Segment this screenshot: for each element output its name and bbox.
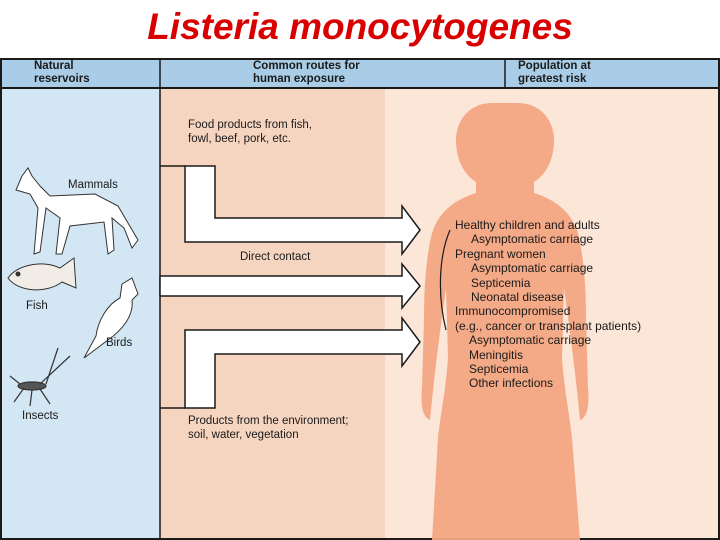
label-environment-route: Products from the environment; soil, wat…	[188, 415, 349, 441]
label-direct-contact: Direct contact	[240, 251, 311, 263]
page-title: Listeria monocytogenes	[147, 6, 573, 47]
risk-item: Neonatal disease	[471, 290, 564, 305]
diagram-background	[0, 58, 720, 540]
direct-contact-arrow	[159, 261, 421, 311]
insect-icon	[9, 347, 71, 407]
risk-group-immunocompromised: Immunocompromised	[455, 304, 571, 319]
label-insects: Insects	[22, 410, 59, 422]
header-natural-reservoirs: Natural reservoirs	[34, 60, 90, 85]
risk-item: Asymptomatic carriage	[471, 232, 594, 247]
diagram: Natural reservoirs Common routes for hum…	[0, 58, 720, 540]
risk-item: Asymptomatic carriage	[471, 261, 594, 276]
food-route-arrow	[184, 165, 421, 257]
header-population-risk: Population at greatest risk	[518, 60, 591, 85]
risk-group-note: (e.g., cancer or transplant patients)	[455, 318, 642, 333]
risk-item: Other infections	[469, 376, 554, 391]
risk-item: Septicemia	[471, 275, 531, 290]
bird-icon	[83, 277, 139, 359]
header-common-routes: Common routes for human exposure	[253, 60, 360, 85]
risk-group-healthy: Healthy children and adults	[455, 218, 600, 232]
risk-group-pregnant: Pregnant women	[455, 246, 546, 261]
environment-route-arrow	[184, 315, 421, 409]
label-birds: Birds	[106, 337, 133, 349]
fish-icon	[7, 257, 77, 291]
label-fish: Fish	[26, 300, 48, 312]
risk-item: Meningitis	[469, 347, 524, 362]
exposure-arrows	[159, 165, 451, 409]
risk-item: Asymptomatic carriage	[469, 333, 592, 348]
reservoir-animals	[7, 167, 139, 407]
mammal-icon	[15, 167, 139, 255]
label-mammals: Mammals	[68, 179, 118, 191]
human-silhouette-icon	[421, 103, 589, 540]
label-food-route: Food products from fish, fowl, beef, por…	[188, 119, 312, 145]
risk-groups-list: Healthy children and adults Asymptomatic…	[455, 218, 641, 391]
risk-item: Septicemia	[469, 362, 529, 377]
